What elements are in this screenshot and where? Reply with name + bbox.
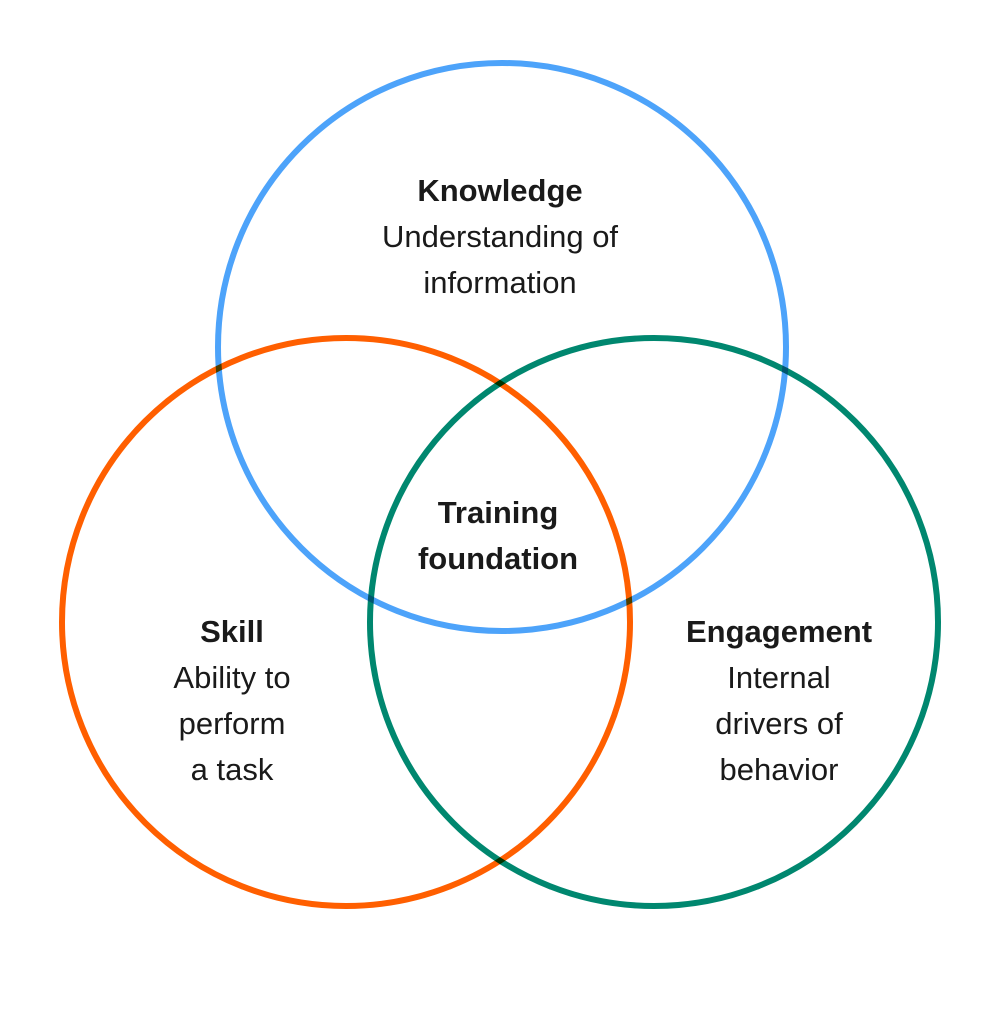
skill-label: Skill Ability to perform a task — [173, 609, 290, 793]
knowledge-circle — [215, 60, 789, 634]
center-title-line: Training — [437, 495, 559, 530]
skill-desc-line: perform — [178, 706, 286, 741]
skill-circle — [59, 335, 633, 909]
engagement-desc-line: behavior — [719, 752, 839, 787]
engagement-title: Engagement — [685, 614, 873, 649]
skill-desc-line: Ability to — [173, 660, 291, 695]
skill-title: Skill — [200, 614, 264, 649]
engagement-label: Engagement Internal drivers of behavior — [686, 609, 872, 793]
knowledge-desc-line: information — [423, 265, 577, 300]
engagement-circle — [367, 335, 941, 909]
engagement-desc-line: Internal — [727, 660, 831, 695]
center-title-line: foundation — [417, 541, 579, 576]
knowledge-label: Knowledge Understanding of information — [382, 168, 618, 306]
center-label: Training foundation — [418, 490, 578, 582]
skill-desc-line: a task — [190, 752, 274, 787]
knowledge-desc-line: Understanding of — [381, 219, 619, 254]
knowledge-title: Knowledge — [417, 173, 583, 208]
engagement-desc-line: drivers of — [715, 706, 843, 741]
